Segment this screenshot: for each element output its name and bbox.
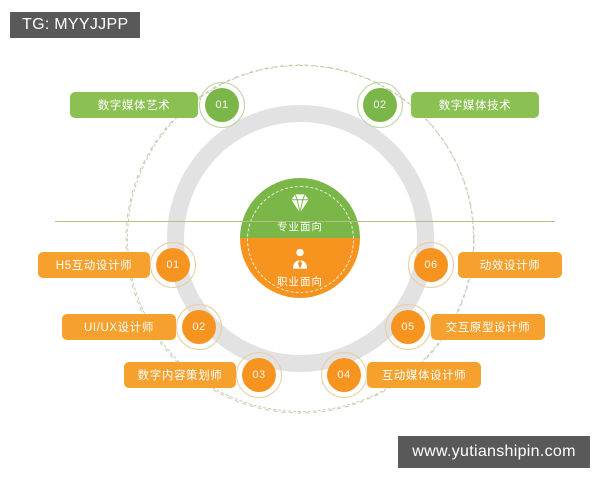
- label-bottom-03[interactable]: 数字内容策划师: [124, 362, 236, 388]
- node-number: 01: [215, 99, 229, 111]
- node-bottom-06[interactable]: 06: [414, 248, 448, 282]
- label-text: 互动媒体设计师: [381, 370, 467, 382]
- node-ring-top-02: [357, 82, 403, 128]
- node-bottom-03[interactable]: 03: [242, 358, 276, 392]
- watermark-bottom-right: www.yutianshipin.com: [398, 436, 590, 468]
- node-bottom-04[interactable]: 04: [327, 358, 361, 392]
- center-bottom-half: 职业面向: [240, 238, 360, 298]
- label-text: 数字媒体艺术: [97, 100, 171, 112]
- node-top-02[interactable]: 02: [363, 88, 397, 122]
- node-number: 04: [337, 369, 351, 381]
- label-bottom-01[interactable]: H5互动设计师: [38, 252, 150, 278]
- label-text: 交互原型设计师: [445, 322, 531, 334]
- label-bottom-06[interactable]: 动效设计师: [458, 252, 562, 278]
- label-top-02[interactable]: 数字媒体技术: [411, 92, 539, 118]
- node-ring-bottom-04: [321, 352, 367, 398]
- node-ring-top-01: [199, 82, 245, 128]
- node-number: 02: [192, 321, 206, 333]
- node-top-01[interactable]: 01: [205, 88, 239, 122]
- person-tie-icon: [292, 249, 308, 269]
- node-ring-bottom-03: [236, 352, 282, 398]
- center-split-circle: 专业面向 职业面向: [240, 178, 360, 298]
- label-text: H5互动设计师: [55, 260, 133, 272]
- center-divider-line: [55, 221, 555, 222]
- label-top-01[interactable]: 数字媒体艺术: [70, 92, 198, 118]
- label-text: 数字媒体技术: [438, 100, 512, 112]
- label-text: UI/UX设计师: [84, 322, 154, 334]
- label-text: 动效设计师: [479, 260, 541, 272]
- center-top-label: 专业面向: [277, 220, 323, 233]
- node-number: 05: [401, 321, 415, 333]
- node-number: 06: [424, 259, 438, 271]
- label-text: 数字内容策划师: [137, 370, 223, 382]
- node-ring-bottom-05: [385, 304, 431, 350]
- outer-dashed-ring: [127, 65, 474, 412]
- label-bottom-04[interactable]: 互动媒体设计师: [367, 362, 481, 388]
- diamond-icon: [291, 193, 309, 213]
- node-bottom-05[interactable]: 05: [391, 310, 425, 344]
- node-ring-bottom-06: [408, 242, 454, 288]
- center-top-half: 专业面向: [240, 178, 360, 238]
- node-number: 01: [166, 259, 180, 271]
- watermark-top-left: TG: MYYJJPP: [10, 12, 141, 38]
- node-ring-bottom-01: [150, 242, 196, 288]
- node-bottom-02[interactable]: 02: [182, 310, 216, 344]
- node-ring-bottom-02: [176, 304, 222, 350]
- center-bottom-label: 职业面向: [277, 276, 323, 289]
- node-bottom-01[interactable]: 01: [156, 248, 190, 282]
- label-bottom-05[interactable]: 交互原型设计师: [431, 314, 545, 340]
- label-bottom-02[interactable]: UI/UX设计师: [62, 314, 176, 340]
- node-number: 03: [252, 369, 266, 381]
- node-number: 02: [373, 99, 387, 111]
